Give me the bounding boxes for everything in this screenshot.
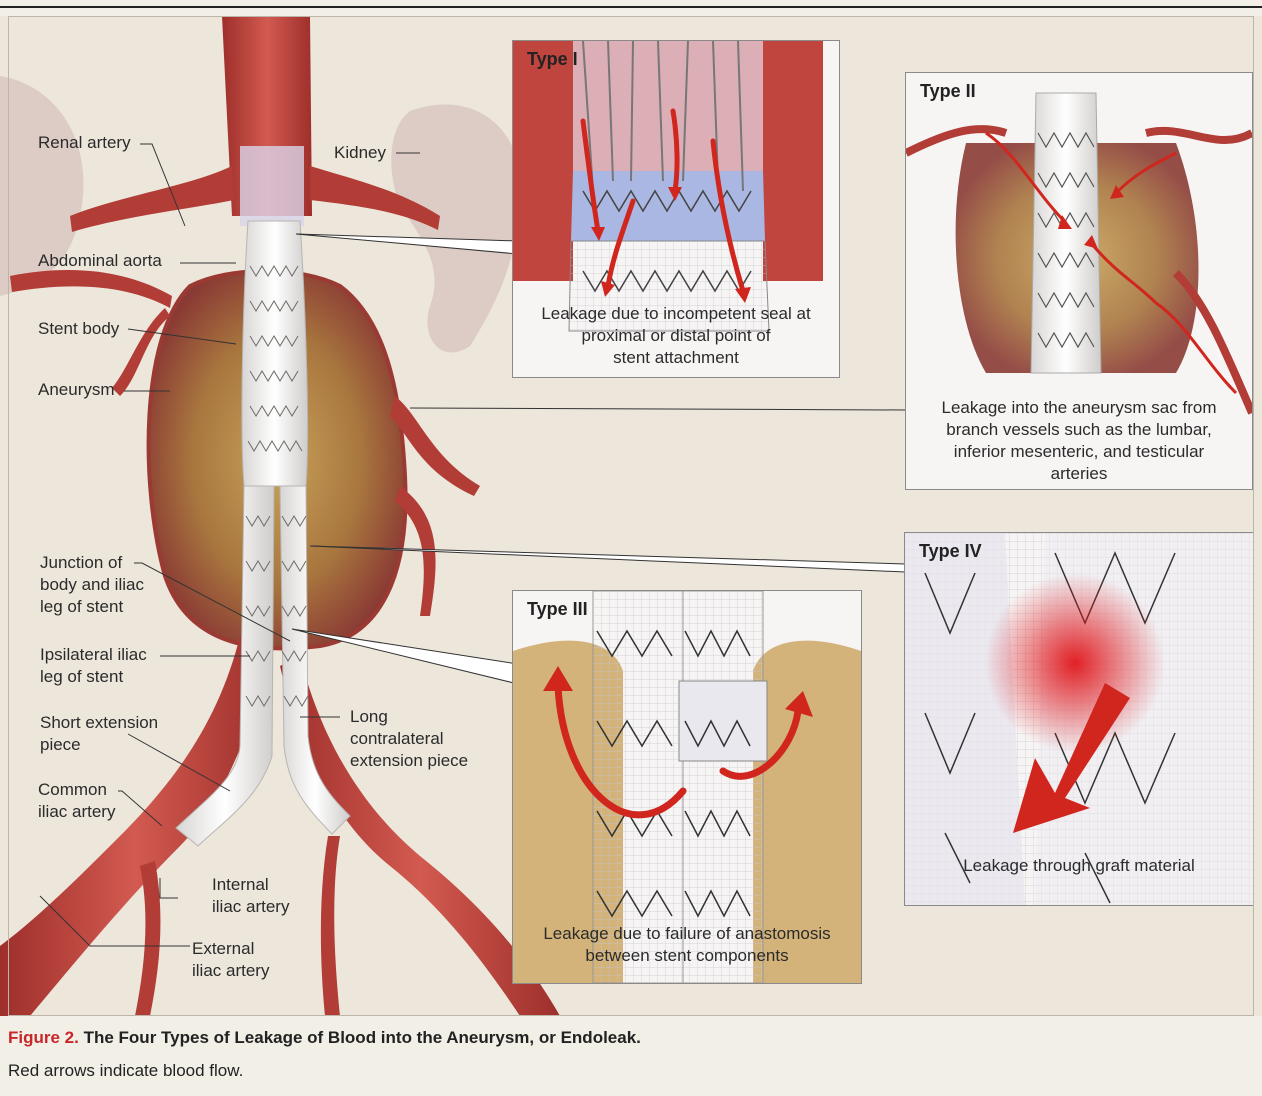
figure-caption: Figure 2. The Four Types of Leakage of B… [0,1016,1262,1096]
type-4-caption: Leakage through graft material [905,855,1253,877]
label-renal-artery: Renal artery [38,132,131,154]
type-1-caption: Leakage due to incompetent seal at proxi… [513,303,839,369]
right-internal-iliac [321,836,340,1016]
stent-top-anchor [240,146,304,226]
type-3-title: Type III [527,599,588,620]
label-internal-iliac: Internal iliac artery [212,874,289,918]
label-junction: Junction of body and iliac leg of stent [40,552,144,618]
label-short-extension: Short extension piece [40,712,158,756]
type-2-caption: Leakage into the aneurysm sac from branc… [906,397,1252,485]
panel-type-2: Type II Leakage into the aneurysm sac fr… [905,72,1253,490]
caption-body: Red arrows indicate blood flow. [8,1061,243,1081]
panel-type-4: Type IV Leakage through graft material [904,532,1254,906]
caption-title: Figure 2. The Four Types of Leakage of B… [8,1028,641,1048]
type-4-title: Type IV [919,541,982,562]
panel-type-1: Type I Leakage due to incompetent seal a… [512,40,840,378]
label-stent-body: Stent body [38,318,119,340]
label-external-iliac: External iliac artery [192,938,269,982]
type-3-caption: Leakage due to failure of anastomosis be… [513,923,861,967]
type-2-title: Type II [920,81,976,102]
label-kidney: Kidney [334,142,386,164]
label-common-iliac: Common iliac artery [38,779,115,823]
right-kidney [391,104,521,352]
panel-type-3: Type III Leakage due to failure of anast… [512,590,862,984]
top-rule [0,6,1262,8]
label-ipsilateral: Ipsilateral iliac leg of stent [40,644,147,688]
label-abdominal-aorta: Abdominal aorta [38,250,162,272]
figure-illustration: Renal artery Kidney Abdominal aorta Sten… [0,16,1262,1016]
label-aneurysm: Aneurysm [38,379,115,401]
type-4-illustration [905,533,1253,905]
small-branches-left [10,270,172,308]
label-long-extension: Long contralateral extension piece [350,706,468,772]
caption-title-text: The Four Types of Leakage of Blood into … [84,1028,641,1047]
figure-number: Figure 2. [8,1028,79,1047]
left-renal-artery [70,166,234,232]
type-1-title: Type I [527,49,578,70]
